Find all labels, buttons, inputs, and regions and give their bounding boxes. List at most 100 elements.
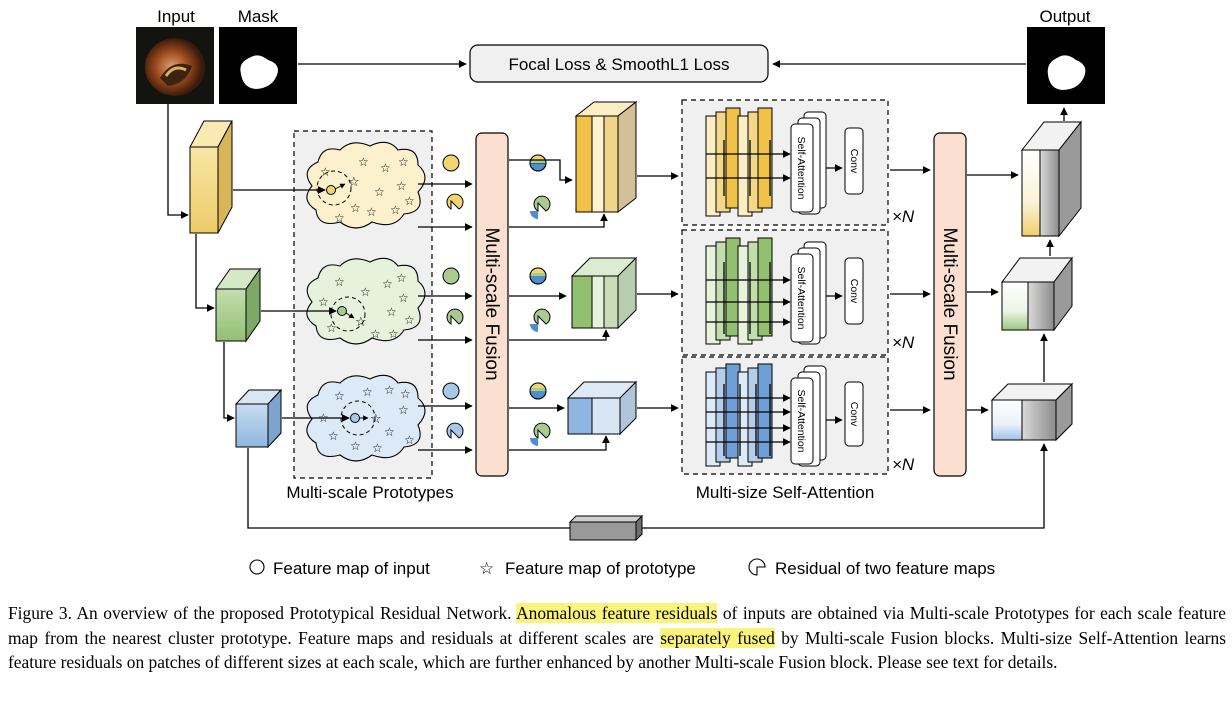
conv-label-green: Conv bbox=[848, 279, 860, 304]
legend-input-map: Feature map of input bbox=[273, 559, 430, 578]
output-label: Output bbox=[1039, 7, 1090, 26]
fused-feature-green bbox=[570, 256, 638, 330]
fusion-label-2: Multi-scale Fusion bbox=[939, 227, 960, 380]
green-to-blue-arrow bbox=[223, 342, 235, 422]
input-label: Input bbox=[157, 7, 195, 26]
legend: Feature map of input ☆ Feature map of pr… bbox=[249, 558, 995, 579]
svg-text:☆: ☆ bbox=[398, 155, 409, 169]
svg-text:☆: ☆ bbox=[360, 285, 371, 299]
svg-text:☆: ☆ bbox=[388, 327, 399, 341]
svg-text:☆: ☆ bbox=[334, 275, 345, 289]
backbone-feature-blue bbox=[234, 388, 283, 449]
figure-caption: Figure 3. An overview of the proposed Pr… bbox=[8, 601, 1226, 675]
fused-pie-icons bbox=[529, 154, 551, 446]
mask-label: Mask bbox=[238, 7, 279, 26]
svg-text:☆: ☆ bbox=[370, 327, 381, 341]
self-attention-block-yellow: Self-Attention Conv bbox=[681, 99, 889, 226]
output-feature-yellow bbox=[1020, 120, 1083, 238]
prototype-outputs bbox=[442, 154, 464, 439]
caption-highlight-2: separately fused bbox=[660, 627, 775, 648]
conv-label-yellow: Conv bbox=[848, 149, 860, 174]
svg-text:☆: ☆ bbox=[350, 439, 361, 453]
svg-text:☆: ☆ bbox=[404, 433, 415, 447]
svg-text:☆: ☆ bbox=[350, 201, 361, 215]
prototype-to-fusion-arrows bbox=[418, 180, 473, 454]
star-icon: ☆ bbox=[479, 559, 494, 579]
input-image bbox=[136, 27, 214, 104]
backbone-feature-yellow bbox=[189, 120, 233, 234]
loss-label: Focal Loss & SmoothL1 Loss bbox=[508, 55, 729, 74]
caption-part-3: by Multi-scale Fusion blocks. Multi-size… bbox=[8, 627, 1227, 673]
self-attention-block-blue: Self-Attention Conv bbox=[681, 356, 889, 475]
svg-text:☆: ☆ bbox=[384, 425, 395, 439]
fusion-block-2: Multi-scale Fusion bbox=[933, 132, 967, 477]
fusion2-out-arrows bbox=[967, 171, 1019, 414]
fusion1-out-arrows bbox=[509, 159, 610, 451]
output-image bbox=[1027, 27, 1105, 104]
svg-text:☆: ☆ bbox=[328, 429, 339, 443]
svg-text:☆: ☆ bbox=[390, 203, 401, 217]
input-to-yellow-arrow bbox=[167, 104, 189, 219]
skip-line-right bbox=[642, 443, 1048, 529]
skip-line-left bbox=[247, 448, 570, 529]
svg-text:☆: ☆ bbox=[366, 205, 377, 219]
caption-part-2: of inputs are obtained via Multi-scale P… bbox=[8, 603, 1227, 648]
svg-text:☆: ☆ bbox=[334, 389, 345, 403]
sa-label-yellow: Self-Attention bbox=[795, 136, 807, 199]
svg-text:☆: ☆ bbox=[396, 271, 407, 285]
decoder-up-arrows bbox=[1040, 107, 1068, 382]
svg-text:☆: ☆ bbox=[400, 387, 411, 401]
svg-text:☆: ☆ bbox=[348, 175, 360, 190]
repeat-label-green: ×N bbox=[892, 333, 915, 352]
svg-text:☆: ☆ bbox=[320, 165, 331, 179]
prototypes-label: Multi-scale Prototypes bbox=[286, 483, 453, 502]
caption-part-1: Figure 3. An overview of the proposed Pr… bbox=[8, 603, 517, 623]
svg-text:☆: ☆ bbox=[398, 291, 409, 305]
svg-text:☆: ☆ bbox=[404, 194, 415, 208]
sa-label-blue: Self-Attention bbox=[795, 389, 807, 452]
prototype-cloud-yellow: ☆ ☆☆☆ ☆☆☆ ☆☆☆ ☆☆ bbox=[306, 141, 426, 229]
svg-text:☆: ☆ bbox=[404, 313, 415, 327]
legend-prototype-map: Feature map of prototype bbox=[505, 559, 696, 578]
svg-text:☆: ☆ bbox=[384, 383, 395, 397]
svg-text:☆: ☆ bbox=[362, 385, 373, 399]
svg-text:☆: ☆ bbox=[358, 155, 369, 169]
svg-text:☆: ☆ bbox=[386, 305, 397, 319]
fusion-block-1: Multi-scale Fusion bbox=[475, 132, 509, 477]
svg-text:☆: ☆ bbox=[380, 161, 391, 175]
repeat-label-yellow: ×N bbox=[892, 207, 915, 226]
self-attention-group-label: Multi-size Self-Attention bbox=[696, 483, 875, 502]
legend-residual: Residual of two feature maps bbox=[775, 559, 995, 578]
svg-text:☆: ☆ bbox=[372, 441, 383, 455]
architecture-diagram: Input Mask Output Focal Loss & SmoothL1 … bbox=[136, 7, 1105, 579]
fused-feature-yellow bbox=[574, 100, 638, 214]
sa-to-fusion2-arrows bbox=[890, 166, 931, 414]
svg-text:☆: ☆ bbox=[398, 403, 409, 417]
loss-box: Focal Loss & SmoothL1 Loss bbox=[469, 44, 769, 83]
svg-text:☆: ☆ bbox=[374, 185, 385, 199]
fusion-label-1: Multi-scale Fusion bbox=[481, 227, 502, 380]
sa-label-green: Self-Attention bbox=[795, 266, 807, 329]
repeat-label-blue: ×N bbox=[892, 455, 915, 474]
svg-text:☆: ☆ bbox=[370, 412, 382, 427]
output-feature-blue bbox=[990, 382, 1074, 442]
backbone-feature-green bbox=[215, 267, 261, 343]
conv-label-blue: Conv bbox=[848, 402, 860, 427]
caption-highlight-1: Anomalous feature residuals bbox=[516, 603, 718, 623]
mask-image bbox=[219, 27, 297, 104]
residual-icon bbox=[748, 558, 766, 576]
skip-feature bbox=[568, 514, 644, 542]
svg-text:☆: ☆ bbox=[355, 315, 367, 330]
svg-text:☆: ☆ bbox=[326, 321, 337, 335]
svg-text:☆: ☆ bbox=[382, 277, 393, 291]
input-map-icon bbox=[249, 559, 265, 575]
self-attention-block-green: Self-Attention Conv bbox=[681, 229, 889, 356]
prototype-cloud-green: ☆ ☆☆☆ ☆☆☆ ☆☆☆ ☆☆ bbox=[306, 257, 426, 345]
svg-text:☆: ☆ bbox=[318, 295, 329, 309]
output-feature-green bbox=[1001, 256, 1073, 332]
svg-text:☆: ☆ bbox=[396, 179, 407, 193]
yellow-to-green-arrow bbox=[195, 234, 215, 312]
prototype-cloud-blue: ☆ ☆☆☆ ☆☆☆ ☆☆☆ ☆☆ bbox=[306, 374, 426, 462]
fused-feature-blue bbox=[566, 380, 638, 436]
svg-text:☆: ☆ bbox=[334, 211, 345, 225]
